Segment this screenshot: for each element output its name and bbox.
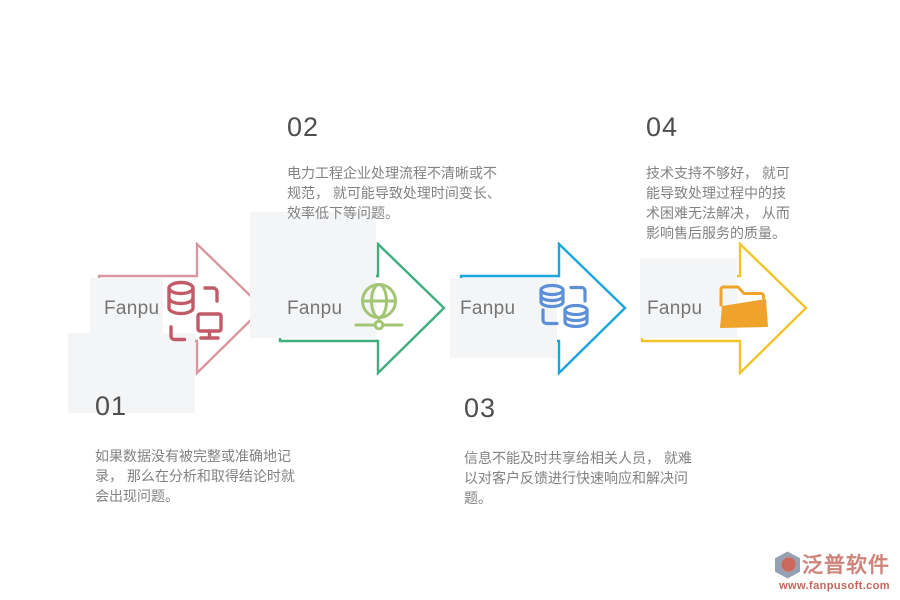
step-number-1: 01 (95, 391, 128, 421)
arrow-outline-2 (278, 242, 446, 376)
decor-square (450, 278, 557, 358)
brand-name: 泛普软件 (802, 553, 890, 577)
step-number-3: 03 (464, 393, 497, 423)
step-number-2: 02 (287, 112, 320, 142)
brand-label-step-3: Fanpu (460, 298, 516, 319)
step-description-1: 如果数据没有被完整或准确地记 录， 那么在分析和取得结论时就 会出现问题。 (95, 448, 295, 504)
database-sync-icon (539, 283, 589, 329)
fanpu-logo-icon (775, 551, 800, 579)
step-description-3: 信息不能及时共享给相关人员， 就难 以对客户反馈进行快速响应和解决问 题。 (464, 450, 692, 506)
brand-website: www.fanpusoft.com (779, 580, 890, 592)
brand-watermark: 泛普软件 www.fanpusoft.com (775, 551, 890, 592)
brand-label-step-2: Fanpu (287, 298, 343, 319)
folder-icon (719, 285, 768, 328)
arrow-outline-4 (640, 242, 808, 376)
decor-square (68, 333, 195, 413)
decor-square (90, 278, 163, 334)
arrow-shape-2 (278, 242, 446, 376)
arrow-shape-4 (640, 242, 808, 376)
brand-label-step-4: Fanpu (647, 298, 703, 319)
database-monitor-icon (167, 280, 223, 342)
step-number-4: 04 (646, 112, 679, 142)
step-description-2: 电力工程企业处理流程不清晰或不 规范， 就可能导致处理时间变长、 效率低下等问题… (287, 165, 501, 221)
brand-label-step-1: Fanpu (104, 298, 160, 319)
decor-square (250, 212, 376, 338)
globe-network-icon (354, 283, 404, 331)
step-description-4: 技术支持不够好， 就可 能导致处理过程中的技 术困难无法解决， 从而 影响售后服… (646, 165, 790, 241)
